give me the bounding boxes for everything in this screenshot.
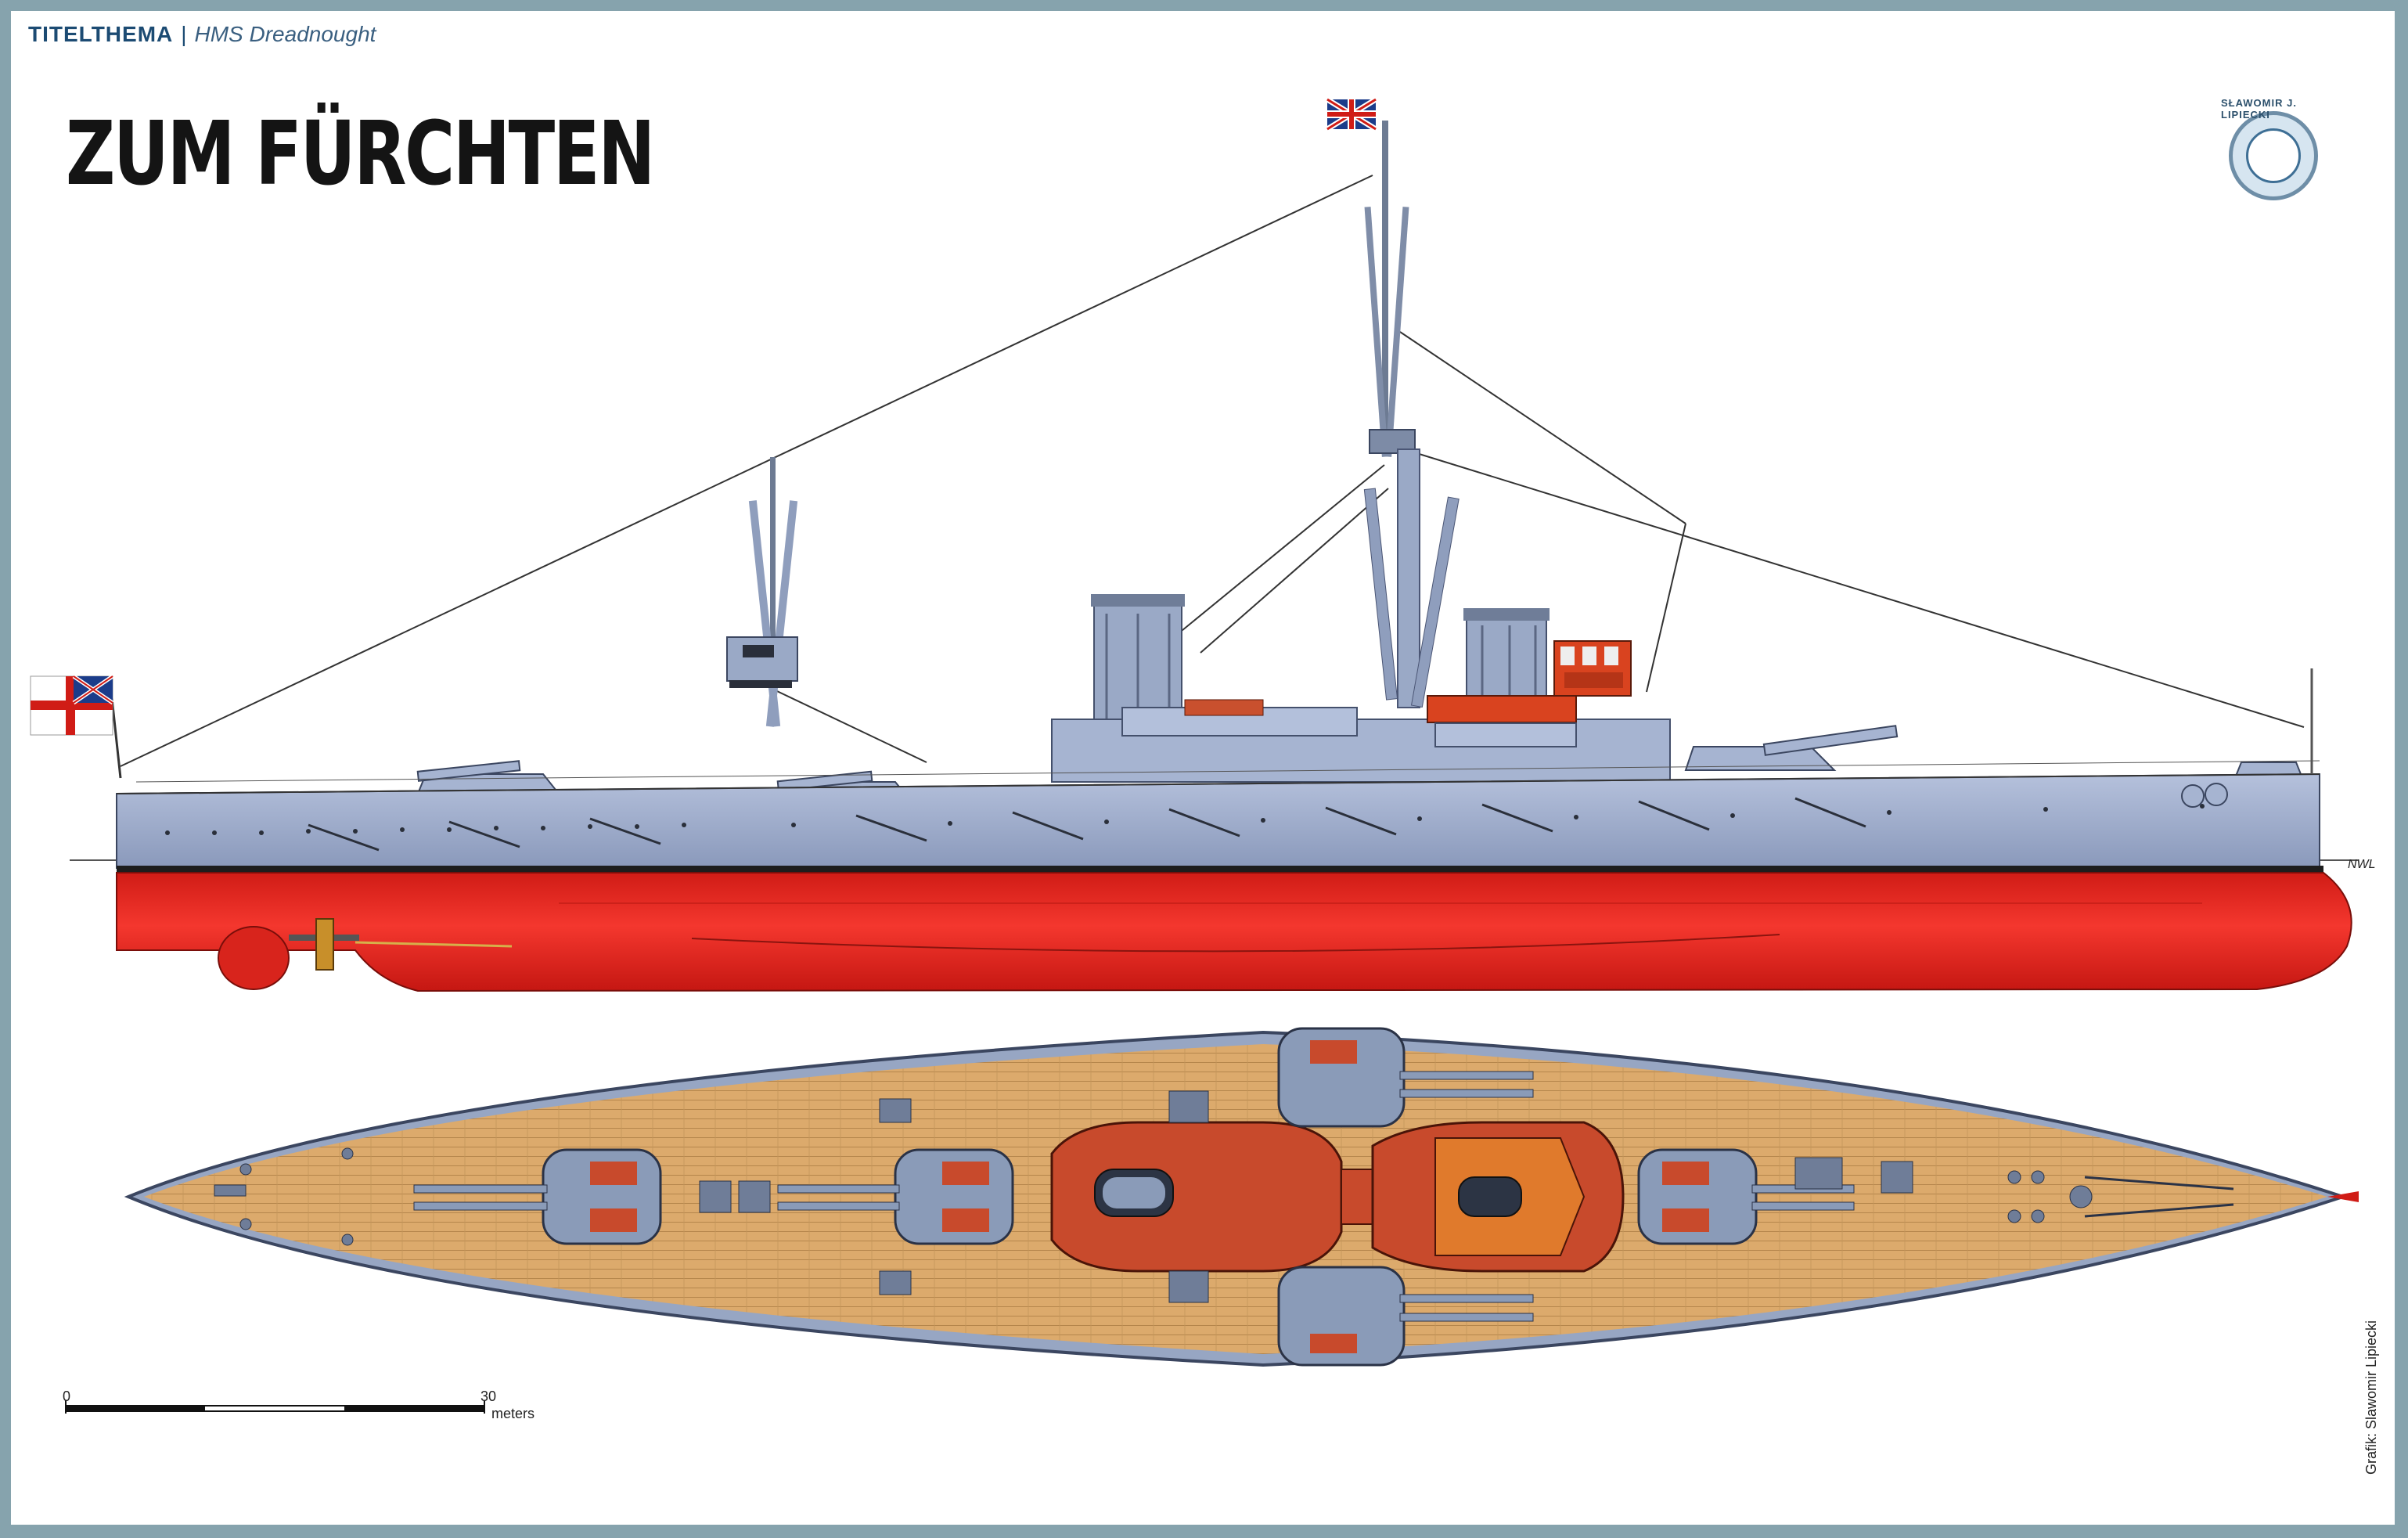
page-title: ZUM FÜRCHTEN <box>66 103 655 205</box>
fore-funnel <box>1091 594 1185 726</box>
foremast <box>726 457 798 727</box>
poster-page: TITELTHEMA | HMS Dreadnought ZUM FÜRCHTE… <box>11 11 2395 1525</box>
turret-port-wing <box>1277 1027 1534 1128</box>
white-ensign-icon <box>30 674 122 779</box>
rudder-and-propellers <box>218 918 513 990</box>
plan-turrets <box>413 1027 1855 1367</box>
lower-hull <box>116 872 2352 992</box>
turret-x <box>777 1148 1014 1245</box>
rigging <box>120 175 2305 767</box>
header-bar: TITELTHEMA | HMS Dreadnought <box>28 19 376 50</box>
scale-label-end: 30 <box>481 1389 497 1404</box>
anchor-cables <box>2084 1176 2234 1218</box>
turret-starboard-wing <box>1277 1266 1534 1367</box>
plan-superstructure <box>1050 1121 1625 1273</box>
searchlight-platform <box>1553 640 1632 697</box>
artist-logo: SŁAWOMIR J. LIPIECKI <box>2215 97 2332 214</box>
image-credit: Grafik: Slawomir Lipiecki <box>2363 1320 2379 1475</box>
logo-emblem-icon <box>2246 128 2301 183</box>
superstructure <box>1051 695 1671 783</box>
side-profile <box>30 97 2359 992</box>
section-label: TITELTHEMA <box>28 22 174 46</box>
turret-y <box>413 1148 662 1245</box>
mainmast <box>1363 121 1460 708</box>
logo-text: SŁAWOMIR J. LIPIECKI <box>2221 97 2297 121</box>
plan-view <box>124 1027 2359 1367</box>
header-subtitle: HMS Dreadnought <box>194 22 376 46</box>
header-separator: | <box>181 22 187 46</box>
bow-crest-icon <box>2181 783 2228 808</box>
scale-unit: meters <box>491 1406 535 1421</box>
scale-label-start: 0 <box>63 1389 71 1404</box>
deck-fittings <box>214 1090 2093 1303</box>
scale-bar <box>65 1400 485 1414</box>
waterline-label: NWL <box>2348 858 2376 871</box>
net-booms <box>308 797 1866 852</box>
portholes <box>165 804 2205 835</box>
ship-illustration <box>30 97 2359 1414</box>
union-jack-icon <box>1326 97 1377 131</box>
